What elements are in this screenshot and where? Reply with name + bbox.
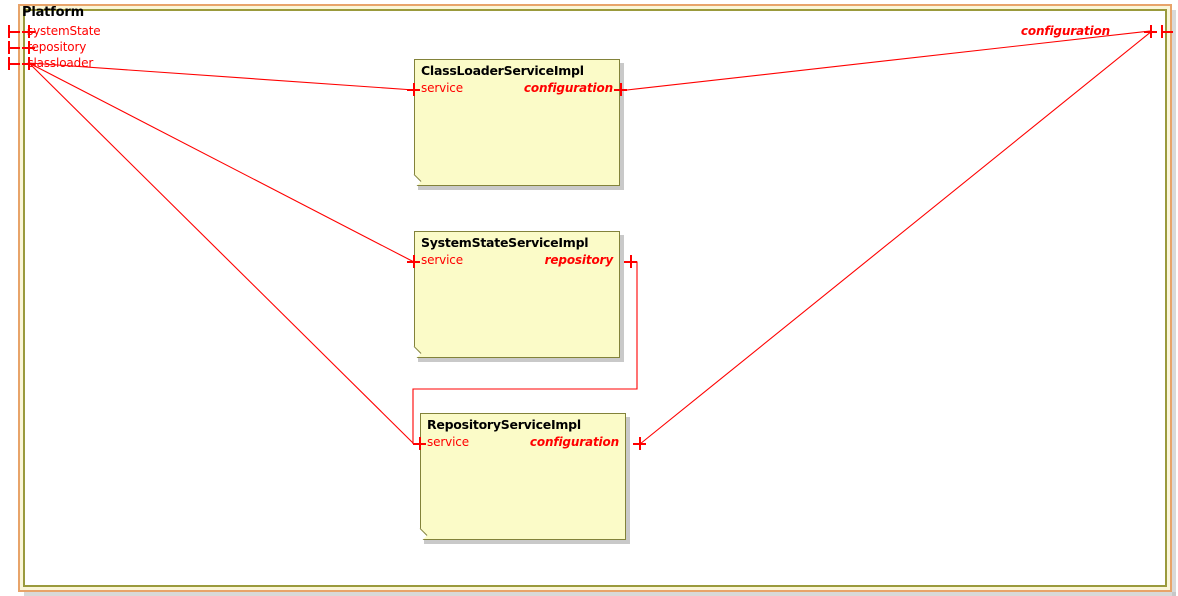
platform-port-configuration[interactable]	[1144, 25, 1157, 38]
platform-port-label-configuration: configuration	[1020, 24, 1110, 38]
component-name-classloader-service: ClassLoaderServiceImpl	[421, 63, 584, 78]
systemstate-service-port-service[interactable]	[407, 255, 420, 268]
platform-title: Platform	[22, 5, 84, 20]
platform-external-port-classloader-marker[interactable]	[8, 57, 20, 70]
component-name-repository-service: RepositoryServiceImpl	[427, 417, 581, 432]
classloader-service-port-label-service: service	[421, 81, 463, 95]
platform-external-port-systemState-marker[interactable]	[8, 25, 20, 38]
platform-external-port-repository-marker[interactable]	[8, 41, 20, 54]
classloader-service-port-configuration[interactable]	[614, 83, 627, 96]
repository-service-port-label-service: service	[427, 435, 469, 449]
platform-frame-shadow-bottom	[24, 592, 1176, 596]
systemstate-service-port-repository[interactable]	[624, 255, 637, 268]
platform-frame-gap	[20, 6, 1170, 590]
classloader-service-port-service[interactable]	[407, 83, 420, 96]
platform-port-label-repository: repository	[27, 40, 87, 54]
component-repository-service[interactable]: RepositoryServiceImpl service configurat…	[420, 413, 626, 540]
platform-external-port-configuration-marker[interactable]	[1161, 25, 1173, 38]
repository-service-port-configuration[interactable]	[633, 437, 646, 450]
platform-port-label-classloader: classloader	[27, 56, 94, 70]
platform-port-systemState[interactable]	[22, 25, 35, 38]
classloader-service-port-label-configuration: configuration	[523, 81, 613, 95]
platform-frame-shadow-right	[1172, 10, 1176, 596]
repository-service-port-service[interactable]	[413, 437, 426, 450]
platform-port-label-systemState: systemState	[27, 24, 101, 38]
component-name-systemstate-service: SystemStateServiceImpl	[421, 235, 589, 250]
component-classloader-service[interactable]: ClassLoaderServiceImpl service configura…	[414, 59, 620, 186]
classloader-service-port-row: service configuration	[421, 81, 613, 97]
platform-port-repository[interactable]	[22, 41, 35, 54]
systemstate-service-port-row: service repository	[421, 253, 613, 269]
platform-frame-outer-border	[18, 4, 1172, 592]
systemstate-service-port-label-repository: repository	[544, 253, 614, 267]
repository-service-port-label-configuration: configuration	[529, 435, 619, 449]
repository-service-port-row: service configuration	[427, 435, 619, 451]
systemstate-service-port-label-service: service	[421, 253, 463, 267]
component-systemstate-service[interactable]: SystemStateServiceImpl service repositor…	[414, 231, 620, 358]
